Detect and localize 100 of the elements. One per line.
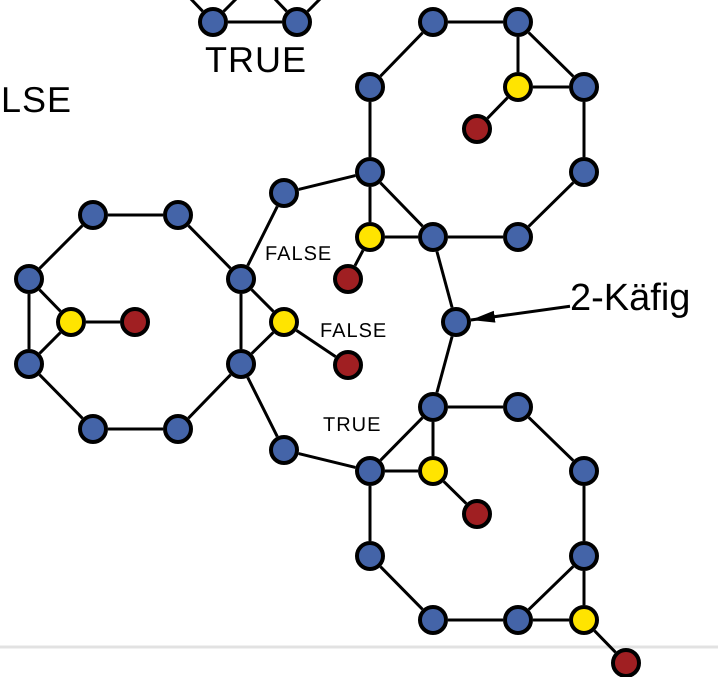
vertex-circle xyxy=(14,349,44,379)
graph-edge xyxy=(228,20,282,24)
graph-edge xyxy=(187,224,232,270)
vertex-circle xyxy=(418,456,448,486)
vertex-circle xyxy=(569,541,599,571)
vertex-circle xyxy=(269,178,299,208)
graph-edge xyxy=(28,294,30,349)
vertex-circle xyxy=(355,222,385,252)
graph-edge xyxy=(250,331,274,355)
vertex-circle xyxy=(226,264,256,294)
graph-edge xyxy=(448,618,503,622)
vertex-circle xyxy=(163,414,193,444)
vertex-circle xyxy=(569,157,599,187)
graph-edge xyxy=(379,416,424,462)
graph-edge xyxy=(432,422,434,456)
vertex-circle xyxy=(503,72,533,102)
graph-edge xyxy=(38,332,62,354)
graph-edge xyxy=(240,294,242,349)
truth-value-label: LSE xyxy=(1,82,72,118)
graph-edge xyxy=(582,102,586,157)
graph-edge xyxy=(442,480,468,505)
vertex-circle xyxy=(120,307,150,337)
vertex-circle xyxy=(78,414,108,444)
graph-edge xyxy=(246,376,279,438)
graph-edge xyxy=(435,251,454,308)
graph-edge xyxy=(188,0,204,12)
truth-value-label: FALSE xyxy=(320,321,388,341)
vertex-circle xyxy=(355,456,385,486)
truth-value-label: TRUE xyxy=(323,415,382,435)
graph-edge xyxy=(582,486,586,541)
graph-edge xyxy=(379,566,424,610)
graph-edge xyxy=(108,214,163,216)
graph-edge xyxy=(250,288,274,312)
graph-edge xyxy=(108,428,163,430)
vertex-circle xyxy=(441,307,471,337)
vertex-circle xyxy=(503,222,533,252)
graph-edge xyxy=(448,406,503,408)
graph-edge xyxy=(222,0,240,12)
vertex-circle xyxy=(462,499,492,529)
graph-edge xyxy=(528,565,574,611)
vertex-circle xyxy=(503,605,533,635)
graph-edge xyxy=(306,0,324,12)
graph-edge xyxy=(593,630,617,654)
graph-edge xyxy=(582,571,586,605)
vertex-circle xyxy=(418,605,448,635)
vertex-circle xyxy=(418,7,448,37)
graph-edge xyxy=(187,374,232,420)
graph-edge xyxy=(528,416,574,462)
graph-edge xyxy=(379,32,424,78)
graph-edge xyxy=(296,329,336,358)
vertex-circle xyxy=(418,222,448,252)
vertex-circle xyxy=(198,7,228,37)
graph-edge xyxy=(385,236,418,238)
vertex-circle xyxy=(611,648,641,677)
vertex-circle xyxy=(503,7,533,37)
callout-text: 2-Käfig xyxy=(570,279,690,317)
vertex-circle xyxy=(56,307,86,337)
graph-edge xyxy=(86,320,120,324)
vertex-circle xyxy=(355,541,385,571)
graph-edge xyxy=(486,96,509,120)
graph-edge xyxy=(298,452,356,469)
graph-edge xyxy=(528,181,574,228)
graph-edge xyxy=(435,336,454,393)
graph-edge xyxy=(533,86,569,88)
graph-edge xyxy=(385,470,418,472)
vertex-circle xyxy=(269,435,299,465)
truth-value-label: TRUE xyxy=(205,42,307,78)
vertex-circle xyxy=(226,349,256,379)
vertex-circle xyxy=(78,200,108,230)
truth-value-label: FALSE xyxy=(265,244,332,264)
vertex-circle xyxy=(14,264,44,294)
graph-edge xyxy=(448,236,503,238)
graph-edge xyxy=(516,37,520,72)
vertex-circle xyxy=(269,307,299,337)
vertex-circle xyxy=(163,200,193,230)
graph-edge xyxy=(368,486,372,541)
graph-edge xyxy=(38,288,62,312)
vertex-circle xyxy=(462,114,492,144)
vertex-circle xyxy=(355,72,385,102)
vertex-circle xyxy=(282,7,312,37)
vertex-circle xyxy=(569,72,599,102)
graph-edge xyxy=(38,224,84,270)
arrow xyxy=(470,304,570,323)
graph-edge xyxy=(246,206,279,266)
graph-edge xyxy=(354,250,364,266)
vertex-circle xyxy=(355,157,385,187)
graph-edge xyxy=(528,31,574,78)
graph-edge xyxy=(368,102,372,157)
vertex-circle xyxy=(333,264,363,294)
vertex-circle xyxy=(418,392,448,422)
graph-edge xyxy=(298,174,356,191)
graph-edge xyxy=(448,20,503,24)
graph-edge xyxy=(272,0,288,12)
vertex-circle xyxy=(503,392,533,422)
vertex-circle xyxy=(333,350,363,380)
vertex-circle xyxy=(569,605,599,635)
vertex-circle xyxy=(569,456,599,486)
graph-edge xyxy=(368,187,372,222)
graph-edge xyxy=(379,182,424,228)
graph-edge xyxy=(38,374,84,420)
